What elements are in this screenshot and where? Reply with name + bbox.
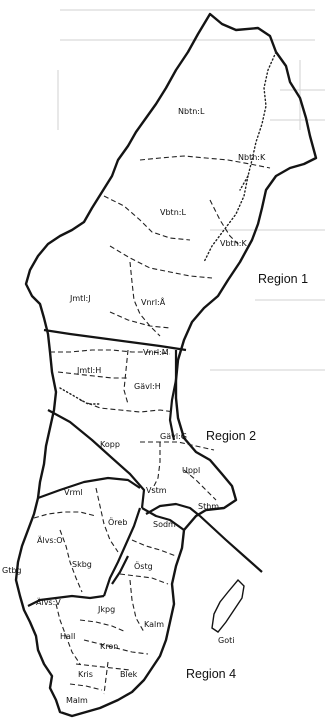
- county-label-nbtn-k: Nbtn:K: [238, 153, 266, 162]
- county-label-blek: Blek: [120, 670, 138, 679]
- region-boundary-2-inner: [47, 409, 146, 509]
- county-label-malm: Malm: [66, 696, 88, 705]
- county-label-sodm: Sodm: [153, 520, 176, 529]
- region-boundary-sodm: [145, 502, 201, 517]
- country-outline: [14, 12, 318, 718]
- county-label-kron: Kron: [100, 642, 119, 651]
- region-label-4: Region 4: [186, 667, 237, 681]
- county-label-alvs-v: Älvs:V: [36, 598, 61, 607]
- county-label-skbg: Skbg: [72, 560, 92, 569]
- county-label-sthm: Sthm: [198, 502, 220, 511]
- coast-spur-skbg: [111, 555, 129, 585]
- county-label-alvs-o: Älvs:O: [37, 536, 63, 545]
- region-label-1: Region 1: [258, 272, 309, 286]
- dotted-boundary-nbtn: [239, 51, 277, 191]
- dotted-boundary-jmtl: [59, 387, 101, 405]
- county-boundaries: [33, 155, 271, 695]
- region-boundary-1-2: [43, 328, 187, 352]
- background-ghost-marks: [57, 9, 325, 371]
- coast-spur-east: [199, 515, 263, 573]
- region-boundary-west: [27, 594, 105, 607]
- county-label-jmtl-h: Jmtl:H: [77, 366, 102, 375]
- county-label-hall: Hall: [60, 632, 76, 641]
- county-label-goti: Goti: [218, 636, 235, 645]
- county-label-gtbg: Gtbg: [2, 566, 22, 575]
- county-label-vnrl-a: Vnrl:Å: [141, 298, 166, 307]
- county-label-nbtn-l: Nbtn:L: [178, 107, 205, 116]
- county-label-kopp: Kopp: [100, 440, 120, 449]
- region-boundary-2-south: [37, 476, 141, 500]
- region-boundary-2-north-spine: [168, 350, 178, 441]
- county-label-vrml: Vrml: [64, 488, 83, 497]
- dotted-boundary-vbtn: [203, 175, 249, 263]
- county-label-ostg: Östg: [134, 562, 153, 571]
- county-label-kris: Kris: [78, 670, 93, 679]
- county-label-jmtl-j: Jmtl:J: [70, 294, 91, 303]
- county-label-vbtn-l: Vbtn:L: [160, 208, 186, 217]
- county-label-gavl-h: Gävl:H: [134, 382, 161, 391]
- county-label-vbtn-k: Vbtn:K: [220, 239, 247, 248]
- county-label-uppl: Uppl: [182, 466, 201, 475]
- region-label-2: Region 2: [206, 429, 257, 443]
- gotland-island: [211, 578, 245, 633]
- region-boundary-3-4: [102, 507, 142, 597]
- county-label-oreb: Öreb: [108, 518, 128, 527]
- county-label-jkpg: Jkpg: [98, 605, 116, 614]
- county-label-gavl-g: Gävl:G: [160, 432, 187, 441]
- county-label-vstm: Vstm: [146, 486, 167, 495]
- county-label-kalm: Kalm: [144, 620, 165, 629]
- county-label-vnrl-m: Vnrl:M: [143, 348, 169, 357]
